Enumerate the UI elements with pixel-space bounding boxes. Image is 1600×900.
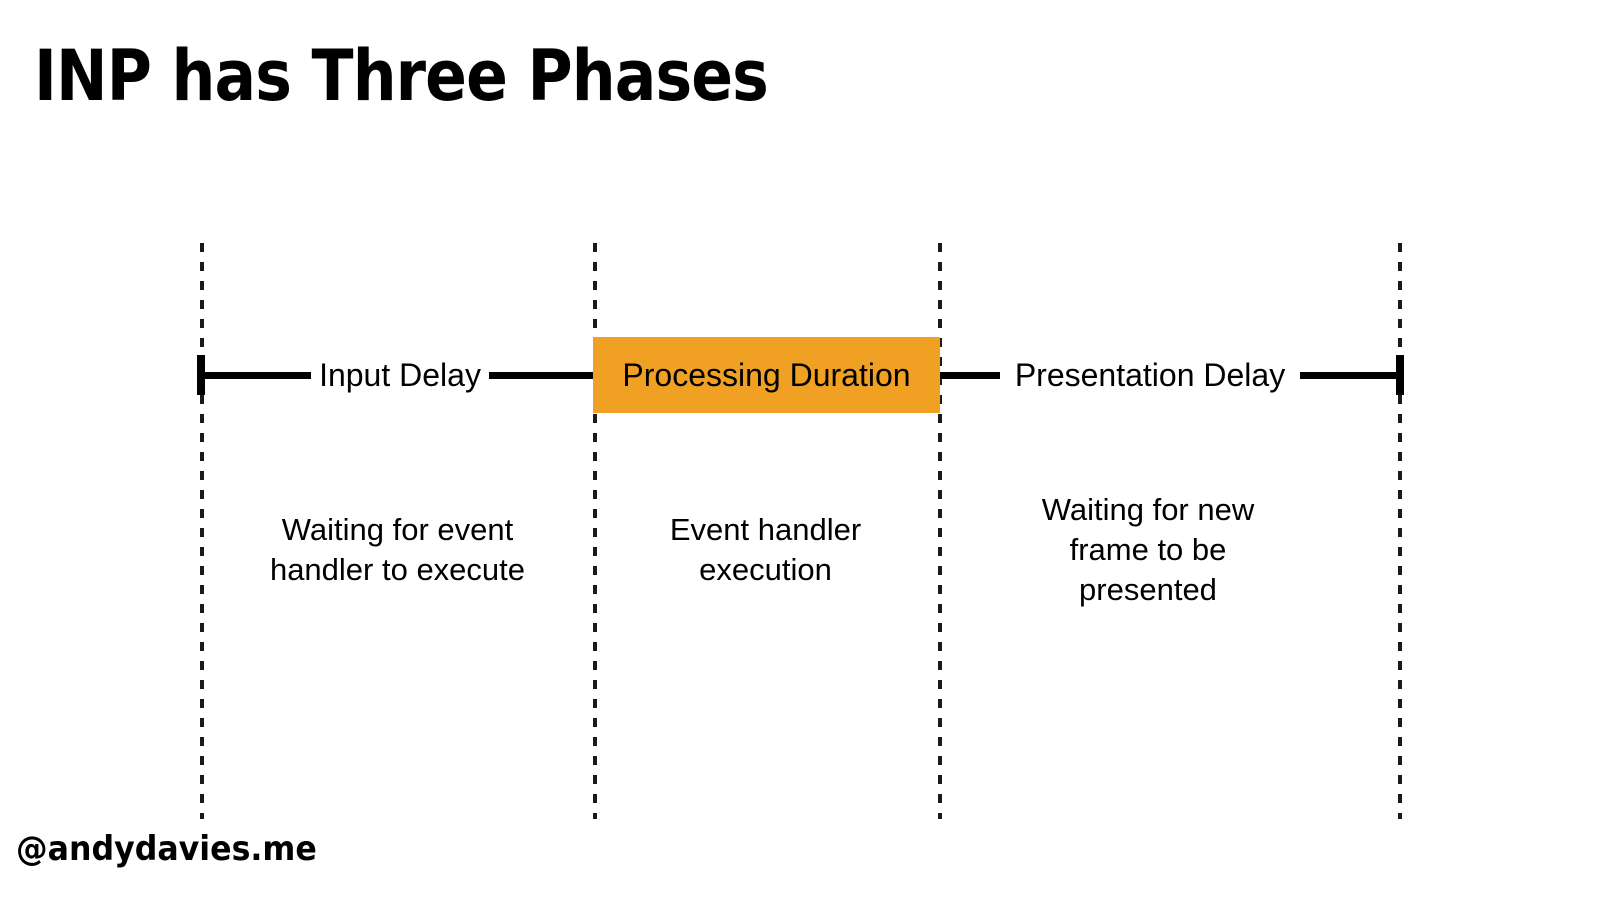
timeline-rule-segment: [203, 372, 311, 379]
phase-description-processing-duration: Event handler execution: [593, 510, 938, 590]
phase-divider-interaction-start: [200, 243, 204, 819]
phase-description-line: execution: [699, 552, 832, 587]
phase-description-line: Waiting for new: [1041, 492, 1255, 527]
phase-divider-handler-end: [938, 243, 942, 819]
phase-label-input-delay: Input Delay: [319, 357, 481, 393]
footer-handle: @andydavies.me: [16, 829, 317, 869]
phase-description-line: handler to execute: [269, 552, 526, 587]
phase-label-processing-duration: Processing Duration: [622, 357, 911, 393]
timeline-rule-segment: [1300, 372, 1398, 379]
phase-divider-handler-start: [593, 243, 597, 819]
phase-description-line: Event handler: [669, 512, 862, 547]
phase-label-presentation-delay: Presentation Delay: [1014, 357, 1286, 393]
phase-divider-frame-presented: [1398, 243, 1402, 819]
timeline-rule-segment: [489, 372, 595, 379]
phase-description-presentation-delay: Waiting for new frame to be presented: [968, 490, 1328, 610]
phase-description-input-delay: Waiting for event handler to execute: [202, 510, 593, 590]
timeline-rule-segment: [940, 372, 1000, 379]
phase-description-line: Waiting for event: [281, 512, 514, 547]
timeline-start-cap-icon: [197, 355, 205, 395]
phase-description-line: frame to be: [1069, 532, 1227, 567]
timeline-end-cap-icon: [1396, 355, 1404, 395]
phase-box-processing-duration: Processing Duration: [593, 337, 940, 413]
phase-description-line: presented: [1079, 572, 1217, 607]
page-title: INP has Three Phases: [34, 35, 769, 117]
